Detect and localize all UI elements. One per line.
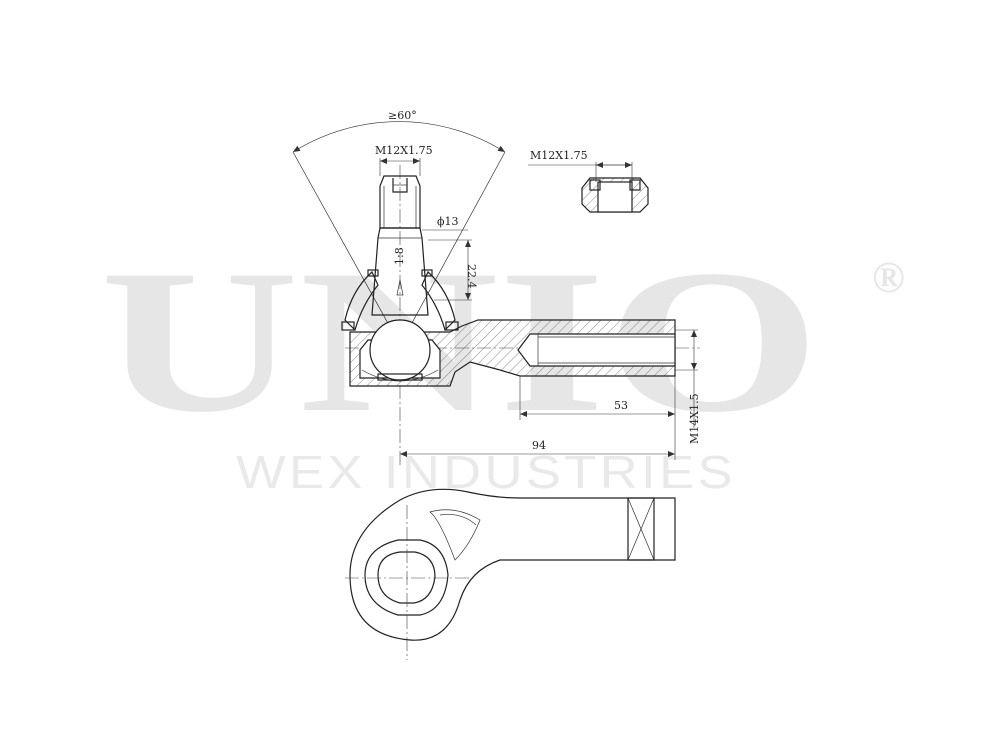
boss-line bbox=[439, 514, 477, 526]
dust-boot-left bbox=[344, 271, 379, 332]
nut-insert-right bbox=[629, 179, 641, 191]
wrench-flat-diag-2 bbox=[627, 497, 655, 561]
stud-thread-label: M12X1.75 bbox=[375, 144, 433, 157]
wrench-flat bbox=[627, 497, 655, 561]
cone-line-right bbox=[399, 151, 506, 346]
arm-outline bbox=[349, 488, 676, 641]
thread-depth-label: 53 bbox=[614, 399, 628, 412]
ball-seat bbox=[361, 369, 439, 382]
nut-bore bbox=[597, 181, 633, 213]
threaded-bore bbox=[517, 333, 676, 367]
cone-line-left bbox=[292, 151, 401, 346]
boot-ring-left bbox=[341, 321, 355, 331]
boot-clip-right bbox=[421, 269, 433, 277]
bottom-plug bbox=[377, 373, 423, 381]
boot-ring-right bbox=[445, 321, 459, 331]
watermark: UNIO ® WEX INDUSTRIES bbox=[100, 228, 905, 498]
plan-view bbox=[345, 488, 676, 660]
diameter-label: ϕ13 bbox=[437, 215, 459, 228]
socket-boss bbox=[429, 509, 481, 561]
nut-view: M12X1.75 bbox=[528, 149, 649, 213]
nut-insert-left bbox=[589, 179, 601, 191]
cone-angle-label: ≥60° bbox=[388, 109, 417, 122]
taper-len-label: 22.4 bbox=[465, 264, 478, 289]
boot-clip-left bbox=[367, 269, 379, 277]
dust-boot-right bbox=[421, 271, 456, 332]
cone-angle-arc bbox=[292, 121, 506, 153]
nut-thread-label: M12X1.75 bbox=[530, 149, 588, 162]
inner-thread-label: M14X1.5 bbox=[688, 393, 701, 444]
axis-arrow-up bbox=[396, 279, 404, 296]
watermark-registered: ® bbox=[872, 253, 905, 302]
taper-label: 1:8 bbox=[393, 247, 406, 265]
overall-length-label: 94 bbox=[532, 439, 546, 452]
ball-joint bbox=[369, 319, 431, 381]
socket-outer-rim bbox=[364, 539, 449, 616]
socket-inner-rim bbox=[377, 551, 436, 604]
section-view: ≥60° M12X1.75 1:8 ϕ13 22.4 bbox=[292, 109, 701, 465]
